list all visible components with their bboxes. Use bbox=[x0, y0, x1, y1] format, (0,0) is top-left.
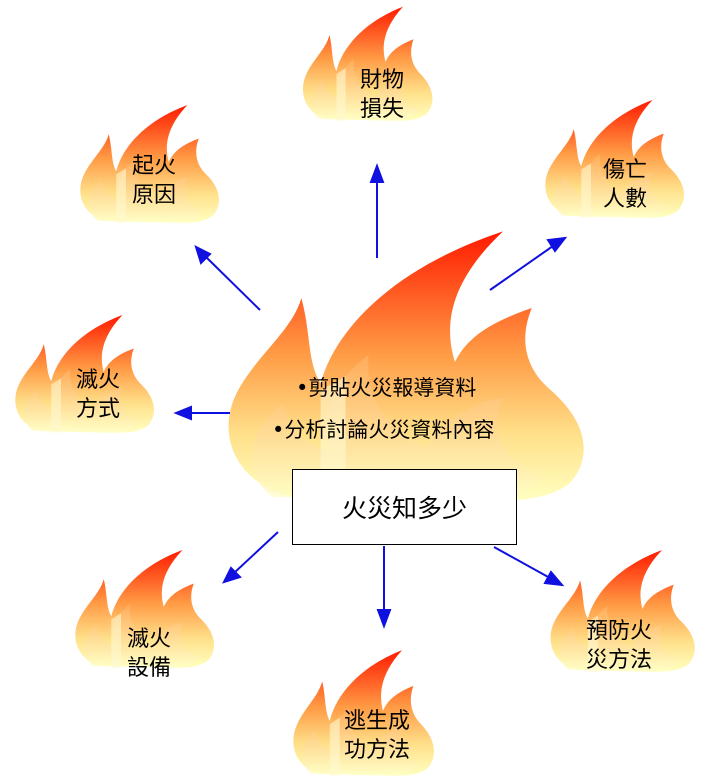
arrow-to-extinguish-equipment bbox=[222, 531, 279, 584]
center-bullet-1: •剪貼火災報導資料 bbox=[296, 376, 477, 400]
node-casualties: 傷亡 人數 bbox=[595, 156, 655, 214]
node-extinguish-method: 滅火 方式 bbox=[68, 366, 128, 424]
node-fire-prevention-line1: 預防火 bbox=[585, 619, 652, 644]
node-property-loss: 財物 損失 bbox=[352, 66, 412, 124]
node-extinguish-method-line2: 方式 bbox=[75, 397, 120, 422]
arrow-to-fire-prevention bbox=[493, 546, 565, 587]
node-casualties-line1: 傷亡 bbox=[602, 158, 647, 183]
node-extinguish-method-line1: 滅火 bbox=[75, 368, 120, 393]
flame-center bbox=[228, 231, 584, 502]
center-title-box: 火災知多少 bbox=[292, 469, 517, 545]
node-fire-prevention-line2: 災方法 bbox=[585, 648, 652, 673]
node-fire-cause-line1: 起火 bbox=[131, 154, 176, 179]
arrow-to-extinguish-method bbox=[173, 405, 230, 421]
node-casualties-line2: 人數 bbox=[602, 187, 647, 212]
center-bullet-2: •分析討論火災資料內容 bbox=[272, 418, 495, 442]
arrow-to-fire-cause bbox=[194, 245, 261, 311]
node-fire-cause: 起火 原因 bbox=[124, 152, 184, 210]
center-title: 火災知多少 bbox=[341, 494, 467, 523]
arrow-to-escape-method bbox=[376, 546, 392, 629]
node-escape-method: 逃生成 功方法 bbox=[335, 707, 419, 765]
node-property-loss-line2: 損失 bbox=[359, 97, 404, 122]
arrow-to-property-loss bbox=[369, 163, 385, 258]
node-fire-prevention: 預防火 災方法 bbox=[577, 617, 661, 675]
arrow-to-casualties bbox=[489, 236, 568, 291]
node-escape-method-line1: 逃生成 bbox=[343, 709, 410, 734]
node-escape-method-line2: 功方法 bbox=[343, 738, 410, 763]
node-property-loss-line1: 財物 bbox=[359, 68, 404, 93]
node-fire-cause-line2: 原因 bbox=[131, 183, 176, 208]
node-extinguish-equipment-line2: 設備 bbox=[126, 656, 171, 681]
node-extinguish-equipment: 滅火 設備 bbox=[119, 625, 179, 683]
node-extinguish-equipment-line1: 滅火 bbox=[126, 627, 171, 652]
